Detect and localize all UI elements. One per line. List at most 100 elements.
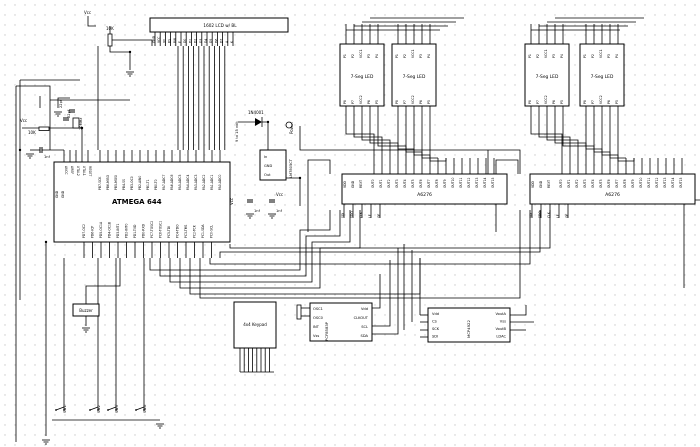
mcu-top-pin: PB1-T1 <box>146 179 150 190</box>
voltage-regulator <box>259 149 287 181</box>
mcu-left-pin: XTAL1 <box>82 166 86 176</box>
mcu-bottom-pin: PD4-OC1B <box>108 222 112 238</box>
mcu-top-pin: PA4-ADC4 <box>186 175 190 190</box>
wire <box>57 97 70 108</box>
driver-output-pin: OUT0 <box>559 179 563 188</box>
wire <box>546 124 579 158</box>
seg-pin-bottom: P7 <box>536 100 540 104</box>
seg-pin-bottom: VCC2 <box>359 95 363 104</box>
mcu-top-pin: PA0-ADC0 <box>218 175 222 190</box>
mcu-gnd-pin: GND <box>55 190 59 198</box>
seg-pin-top: P2 <box>403 54 407 58</box>
dac-right-pin: VoutB <box>495 327 506 331</box>
mcu-top-pin: PA2-ADC2 <box>202 175 206 190</box>
driver-output-pin: OUT1 <box>567 179 571 188</box>
led-driver-label: A6276 <box>605 192 620 198</box>
driver-output-pin: OUT5 <box>599 179 603 188</box>
rtc-left-pin: Vss <box>313 334 319 338</box>
driver-power-pin: VDD <box>343 181 347 188</box>
driver-input-pin: SDO <box>538 211 542 218</box>
crystal-value: 20MHz <box>79 118 83 130</box>
seven-segment-display <box>391 43 437 107</box>
wire <box>112 39 153 46</box>
seg-pin-top: P2 <box>536 54 540 58</box>
mcu-bottom-pin: PC1-SDA <box>201 224 205 238</box>
buzzer <box>72 303 100 317</box>
led-driver-chip <box>341 173 508 205</box>
dac-left-pin: SDI <box>432 335 438 339</box>
mcu-bottom-pin: PC2-TCK <box>193 224 197 238</box>
mcu-bottom-pin: PC4-TDO <box>176 224 180 238</box>
mcu-left-pin: RESET <box>88 166 92 176</box>
seven-segment-label: 7-Seg LED <box>591 74 614 80</box>
wire <box>345 124 375 158</box>
lcd-pin-label: D3 <box>199 39 203 43</box>
seg-pin-top: P2 <box>591 54 595 58</box>
mcu-bottom-pin: PD0-RXD <box>142 223 146 238</box>
junction-dot <box>18 148 22 152</box>
mcu-bottom-pin: PC0-SCL <box>210 225 214 238</box>
driver-output-pin: OUT3 <box>583 179 587 188</box>
lcd-pin-label: D0 <box>183 39 187 43</box>
switch-terminal <box>115 409 117 411</box>
seg-pin-top: P4 <box>375 54 379 58</box>
rtc-right-pin: Vdd <box>361 307 368 311</box>
mcu-top-pin: PA3-ADC3 <box>194 175 198 190</box>
driver-input-pin: OE <box>565 214 569 218</box>
driver-input-pin: LE <box>556 214 560 218</box>
mcu-gnd-pin: GND <box>61 190 65 198</box>
rtc-left-pin: OSC1 <box>313 307 323 311</box>
seg-pin-top: P2 <box>351 54 355 58</box>
left-bus <box>16 85 51 150</box>
wire <box>421 124 438 159</box>
mcu-bottom-pin: PD3-INT1 <box>116 224 120 238</box>
seg-pin-bottom: P7 <box>403 100 407 104</box>
driver-output-pin: OUT10 <box>451 177 455 188</box>
vcc-label: Vcc <box>229 198 234 205</box>
driver-output-pin: OUT7 <box>615 179 619 188</box>
lcd-module <box>149 17 289 33</box>
wire <box>372 260 391 327</box>
wire <box>85 258 121 304</box>
driver-output-pin: OUT12 <box>467 177 471 188</box>
seg-pin-bottom: P8 <box>343 100 347 104</box>
driver-output-pin: OUT5 <box>411 179 415 188</box>
seven-segment-label: 7-Seg LED <box>536 74 559 80</box>
driver-output-pin: OUT11 <box>459 177 463 188</box>
driver-output-pin: OUT15 <box>491 177 495 188</box>
lcd-pin-label: RW <box>173 38 177 43</box>
mcu-left-pin: XTAL2 <box>76 166 80 176</box>
regulator-out-pin: Out <box>264 173 271 177</box>
driver-power-pin: GND <box>539 180 543 188</box>
seg-pin-bottom: P6 <box>552 100 556 104</box>
wire <box>617 124 635 162</box>
mcu-bottom-pin: PC3-TMS <box>184 225 188 238</box>
wire <box>149 210 331 271</box>
switch-contact <box>107 406 117 411</box>
seg-pin-top: P4 <box>427 54 431 58</box>
mcu-top-pin: PA6-ADC6 <box>170 175 174 190</box>
seven-segment-label: 7-Seg LED <box>351 74 374 80</box>
dac-label: MCP4922 <box>466 320 471 338</box>
input-voltage-label: 9 to 15 volt <box>235 121 239 142</box>
rtc-left-pin: OSC0 <box>313 316 324 320</box>
mcu-bottom-pin: PD7-OC2 <box>82 224 86 238</box>
mcu-top-pin: PB0-T0 <box>154 179 158 190</box>
seg-pin-bottom: P7 <box>591 100 595 104</box>
crystal-cap-label: 22pf <box>59 99 63 108</box>
seg-pin-top: P1 <box>395 54 399 58</box>
lcd-title: 1602 LCD w/ BL <box>203 23 237 28</box>
seg-pin-bottom: P8 <box>528 100 532 104</box>
lcd-pin-label: D7 <box>220 39 224 43</box>
driver-input-pin: SDI <box>341 213 345 218</box>
crystal-oscillator <box>72 117 80 129</box>
driver-output-pin: OUT6 <box>419 179 423 188</box>
driver-output-pin: OUT8 <box>623 179 627 188</box>
seg-pin-top: P4 <box>615 54 619 58</box>
lcd-pin-label: D6 <box>214 39 218 43</box>
dac-left-pin: SCK <box>432 327 440 331</box>
switch-terminal <box>135 409 137 411</box>
seg-pin-top: P3 <box>552 54 556 58</box>
reset-resistor <box>38 126 50 131</box>
